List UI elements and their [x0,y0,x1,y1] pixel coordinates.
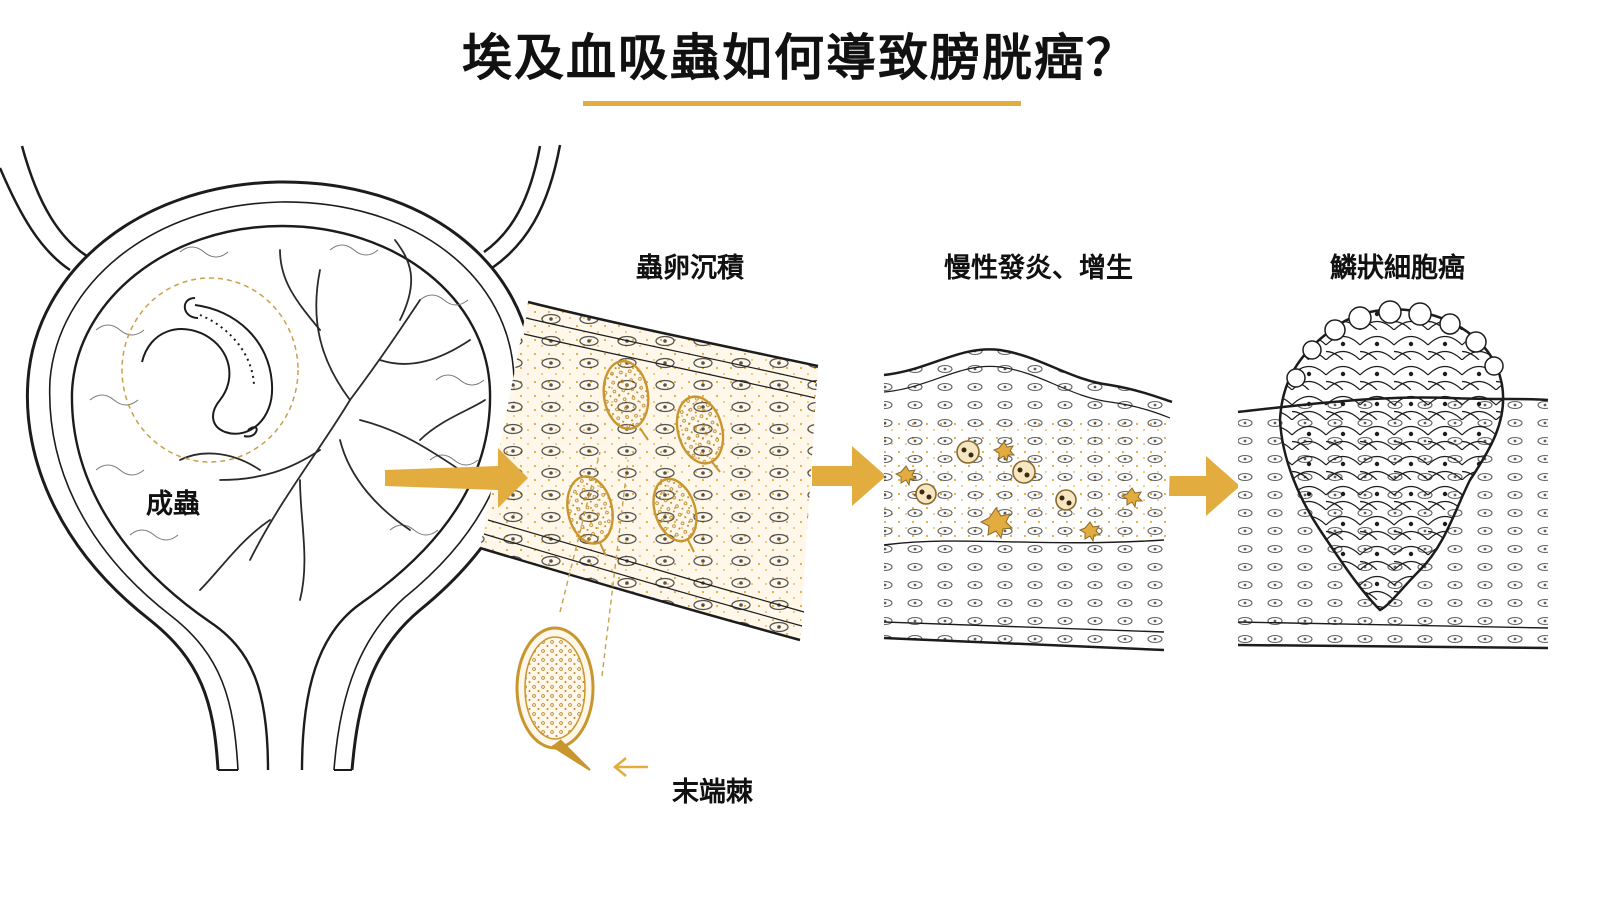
carcinoma-label: 鱗狀細胞癌 [1330,253,1465,284]
page-title: 埃及血吸蟲如何導致膀胱癌？ [462,29,1138,87]
inflammation-label: 慢性發炎、增生 [944,253,1133,284]
inflammation-tissue [883,348,1173,652]
worm-inset-circle [121,277,299,463]
right-arrow-icon [1168,456,1240,516]
egg-deposition-tissue [479,300,819,777]
terminal-spine-egg-icon [515,626,595,771]
right-arrow-icon [385,448,528,508]
right-arrow-icon [812,446,886,506]
carcinoma-tissue [1237,300,1549,650]
left-arrow-icon [613,757,648,777]
tumor-mass [1278,308,1505,612]
egg-deposition-label: 蟲卵沉積 [636,253,744,284]
adult-worm-icon [141,297,274,438]
terminal-spine-label: 末端棘 [672,777,753,808]
bladder-illustration [0,144,562,771]
adult-worm-label: 成蟲 [146,489,200,520]
schistosome-egg-icon [566,359,725,545]
title-underline [583,101,1021,106]
